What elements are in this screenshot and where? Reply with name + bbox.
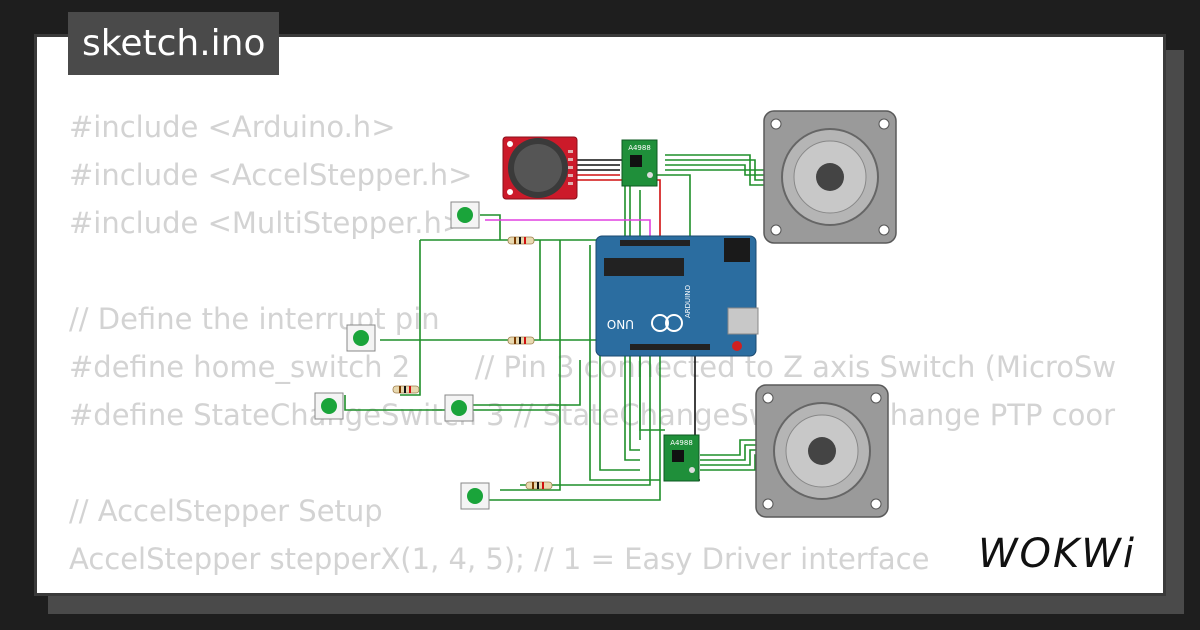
pushbutton-icon (450, 201, 480, 229)
file-name-tab[interactable]: sketch.ino (68, 12, 280, 75)
code-line: // AccelStepper Setup (69, 494, 383, 528)
arduino-uno-board: UNO ARDUINO (595, 235, 759, 357)
resistor (507, 336, 535, 345)
pushbutton-icon (346, 324, 376, 352)
resistor (392, 385, 420, 394)
a4988-driver: A4988 (663, 434, 700, 482)
board-brand: ARDUINO (684, 285, 692, 318)
driver-label: A4988 (670, 439, 693, 447)
code-line: #include <AccelStepper.h> (69, 158, 473, 192)
a4988-driver: A4988 (621, 139, 658, 187)
code-line: #include <Arduino.h> (69, 110, 396, 144)
code-line: // Define the interrupt pin (69, 302, 440, 336)
driver-label: A4988 (628, 144, 651, 152)
stepper-motor-icon (755, 384, 889, 518)
code-line: // UNO Pin 4 connected to STEP pin of Ea… (69, 583, 1116, 593)
code-line: #include <MultiStepper.h> (69, 206, 467, 240)
wokwi-logo: WOKWi (978, 531, 1136, 577)
code-line: AccelStepper stepperX(1, 4, 5); // 1 = E… (69, 542, 930, 576)
resistor (525, 481, 553, 490)
pushbutton-icon (314, 392, 344, 420)
resistor (507, 236, 535, 245)
code-line: #define home_switch 2 // Pin 3 connected… (69, 350, 1117, 384)
stepper-motor-icon (763, 110, 897, 244)
pushbutton-icon (444, 394, 474, 422)
code-preview: #include <Arduino.h> #include <AccelStepp… (69, 103, 1117, 593)
wokwi-logo-text: WOKWi (978, 531, 1136, 577)
pushbutton-icon (460, 482, 490, 510)
joystick-module-icon (502, 136, 578, 200)
board-model: UNO (607, 317, 634, 331)
